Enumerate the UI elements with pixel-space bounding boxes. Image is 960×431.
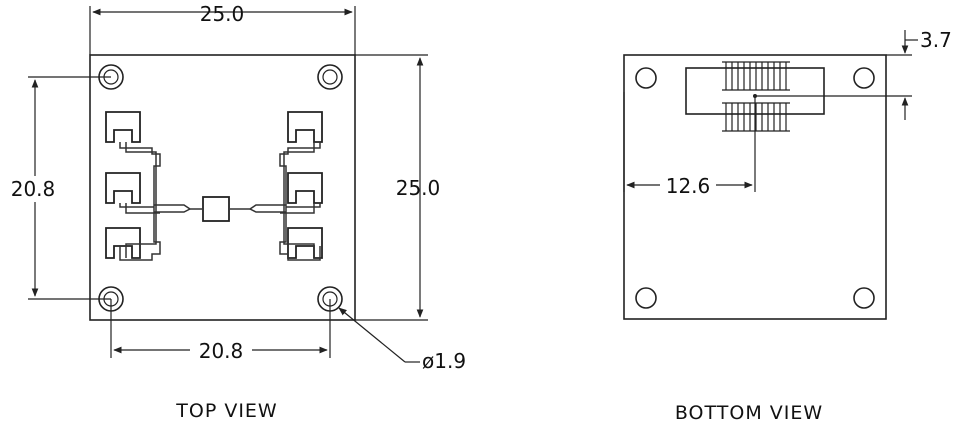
left-hole-spacing-label: 20.8 bbox=[11, 177, 56, 201]
top-mounting-holes bbox=[98, 64, 343, 312]
hole-diameter-leader: ø1.9 bbox=[338, 307, 466, 373]
bottom-hole-top-right bbox=[853, 67, 875, 89]
right-height-dimension: 25.0 bbox=[355, 54, 441, 321]
center-chip bbox=[202, 196, 230, 222]
bottom-view-caption: BOTTOM VIEW bbox=[675, 402, 823, 424]
connector-y-dimension: 3.7 bbox=[755, 28, 952, 120]
left-pad-column bbox=[105, 111, 141, 259]
bottom-hole-bottom-left bbox=[635, 287, 657, 309]
right-pad-column bbox=[287, 111, 323, 259]
connector-y-label: 3.7 bbox=[920, 28, 952, 52]
bottom-hole-spacing-label: 20.8 bbox=[199, 339, 244, 363]
bottom-view: 12.6 3.7 BOTTOM VIEW bbox=[623, 28, 952, 424]
top-view: 25.0 25.0 20.8 20.8 ø bbox=[4, 2, 466, 422]
right-height-label: 25.0 bbox=[396, 176, 441, 200]
pad-right-2 bbox=[287, 172, 323, 204]
top-board-outline bbox=[89, 54, 356, 321]
left-hole-spacing-dimension: 20.8 bbox=[4, 76, 111, 300]
connector-x-label: 12.6 bbox=[666, 174, 711, 198]
pad-left-2 bbox=[105, 172, 141, 204]
hole-top-right bbox=[317, 64, 343, 90]
hole-diameter-label: ø1.9 bbox=[422, 349, 466, 373]
connector-pins-top bbox=[722, 61, 790, 91]
bottom-hole-spacing-dimension: 20.8 bbox=[110, 299, 331, 363]
bottom-hole-bottom-right bbox=[853, 287, 875, 309]
pad-right-1 bbox=[287, 111, 323, 143]
left-traces bbox=[119, 142, 202, 261]
connector-x-dimension: 12.6 bbox=[623, 92, 756, 198]
right-traces bbox=[230, 142, 321, 261]
top-width-label: 25.0 bbox=[200, 2, 245, 26]
top-view-caption: TOP VIEW bbox=[175, 400, 277, 422]
pad-left-3 bbox=[105, 227, 141, 259]
top-width-dimension: 25.0 bbox=[89, 2, 356, 55]
pad-right-3 bbox=[287, 227, 323, 259]
bottom-mounting-holes bbox=[635, 67, 875, 309]
pad-left-1 bbox=[105, 111, 141, 143]
connector-pins-bottom bbox=[722, 102, 790, 132]
bottom-hole-top-left bbox=[635, 67, 657, 89]
